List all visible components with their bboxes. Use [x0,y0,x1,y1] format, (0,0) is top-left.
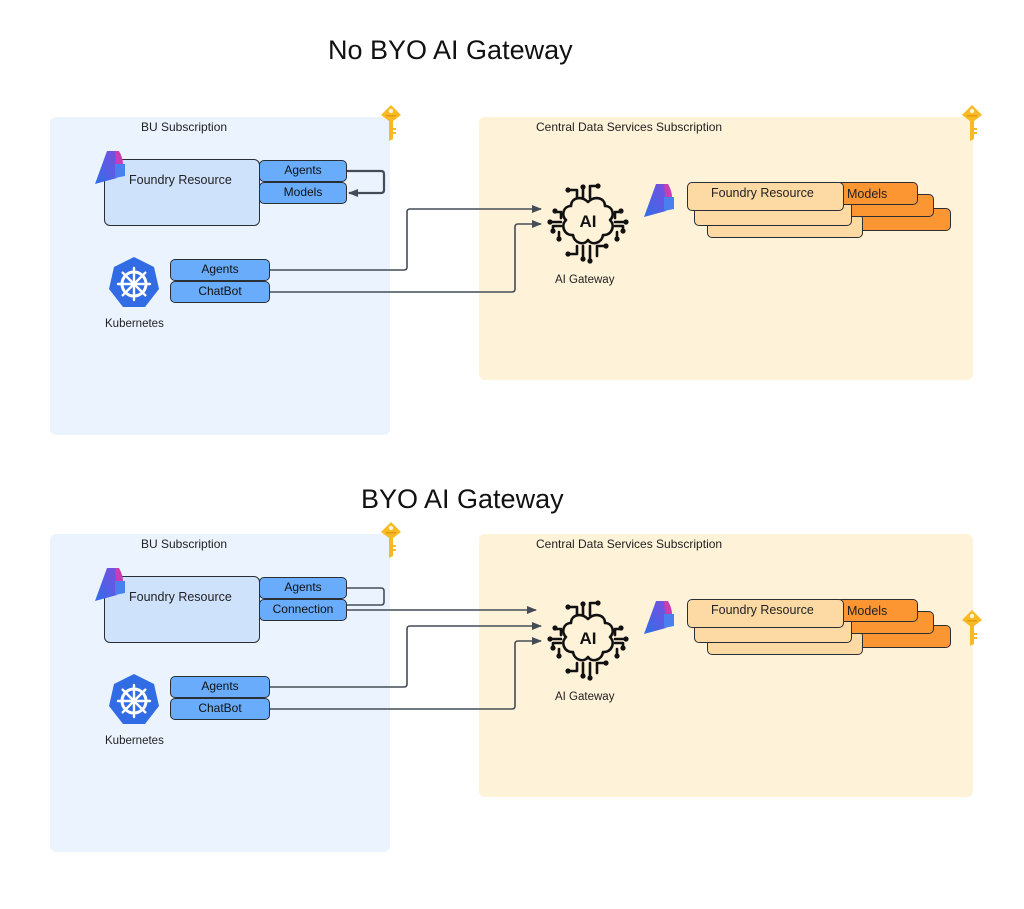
foundry-resource-box[interactable] [687,182,844,211]
foundry-logo-icon [95,568,125,601]
foundry-agents-pill[interactable]: Agents [259,160,347,182]
foundry-resource-label: Foundry Resource [711,603,814,617]
kubernetes-chatbot-pill[interactable]: ChatBot [170,281,270,303]
central-subscription-panel [479,534,973,797]
kubernetes-icon [109,674,159,724]
foundry-logo-icon [644,184,674,217]
foundry-resource-label: Foundry Resource [711,186,814,200]
kubernetes-chatbot-pill[interactable]: ChatBot [170,698,270,720]
foundry-connection-pill[interactable]: Connection [259,599,347,621]
kubernetes-label: Kubernetes [105,735,164,747]
foundry-resource-label: Foundry Resource [129,173,232,187]
diagram-title: BYO AI Gateway [361,484,564,514]
key-icon [381,105,401,141]
ai-gateway-icon[interactable]: AI [545,597,631,683]
diagram-title: No BYO AI Gateway [328,35,573,65]
kubernetes-icon [109,257,159,307]
foundry-agents-pill[interactable]: Agents [259,577,347,599]
ai-gateway-label: AI Gateway [555,691,615,703]
models-label: Models [847,604,888,618]
bu-subscription-label: BU Subscription [141,537,228,551]
foundry-resource-box[interactable] [687,599,844,628]
central-subscription-label: Central Data Services Subscription [536,537,723,551]
key-icon [962,105,982,141]
key-icon [381,522,401,558]
kubernetes-agents-pill[interactable]: Agents [170,259,270,281]
foundry-models-pill[interactable]: Models [259,182,347,204]
ai-gateway-label: AI Gateway [555,274,615,286]
models-label: Models [847,187,888,201]
ai-gateway-icon[interactable]: AI [545,180,631,266]
bu-subscription-label: BU Subscription [141,120,228,134]
ai-text: AI [580,629,597,648]
foundry-logo-icon [644,601,674,634]
kubernetes-label: Kubernetes [105,318,164,330]
foundry-resource-label: Foundry Resource [129,590,232,604]
kubernetes-agents-pill[interactable]: Agents [170,676,270,698]
central-subscription-panel [479,117,973,380]
central-subscription-label: Central Data Services Subscription [536,120,723,134]
foundry-logo-icon [95,151,125,184]
ai-text: AI [580,212,597,231]
foundry-resource-box[interactable] [104,159,260,226]
key-icon [962,610,982,646]
